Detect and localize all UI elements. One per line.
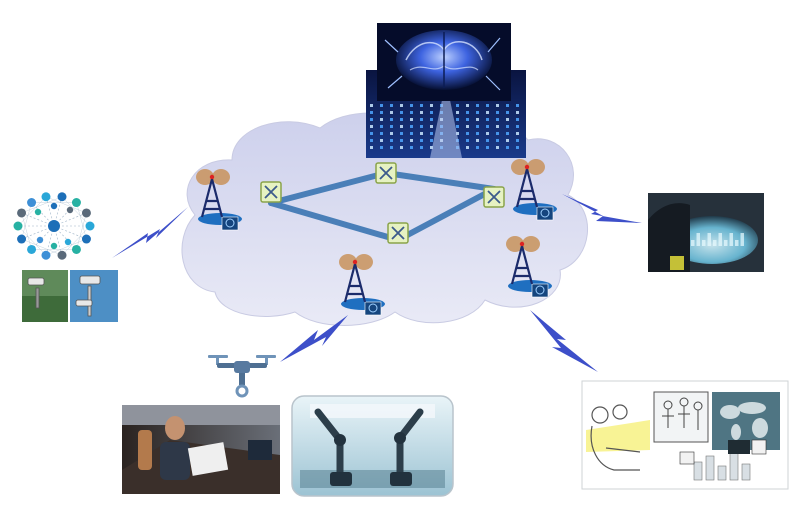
backbone-link [268,200,401,243]
wireless-link-bolt-icon [530,310,598,372]
radio-tower-icon [511,159,557,221]
tower-group [196,159,557,316]
backbone-link [383,170,497,192]
wireless-link-bolt-icon [280,315,348,362]
backbone-ring [268,170,497,243]
drone-icon [208,355,276,398]
brain-icon [384,30,501,91]
wireless-links [112,194,642,372]
backbone-link [395,186,497,243]
holographic-city-display [648,193,764,272]
x-arrows-switch-icon [387,222,409,244]
network-cloud [181,112,589,326]
radio-tower-icon [196,169,242,231]
x-arrows-switch-icon [260,181,282,203]
robotic-factory-arms [291,395,454,497]
cctv-photo-bottom-left [22,296,68,322]
people-screen [653,391,709,443]
radio-tower-icon [506,236,552,298]
iot-sensors-and-cctv [13,192,118,322]
wireless-link-bolt-icon [562,194,642,223]
telepresence-collaboration [581,380,789,490]
x-arrows-switch-icon [375,162,397,184]
backbone-link [268,170,389,206]
wireless-link-bolt-icon [112,207,188,258]
ai-datacenter-brain [366,23,526,158]
iot-device-network-icon [13,192,95,260]
switch-group [260,162,505,244]
radio-tower-icon [339,254,385,316]
autonomous-car-passenger [122,405,280,494]
x-arrows-switch-icon [483,186,505,208]
cctv-camera-icon [27,275,101,317]
